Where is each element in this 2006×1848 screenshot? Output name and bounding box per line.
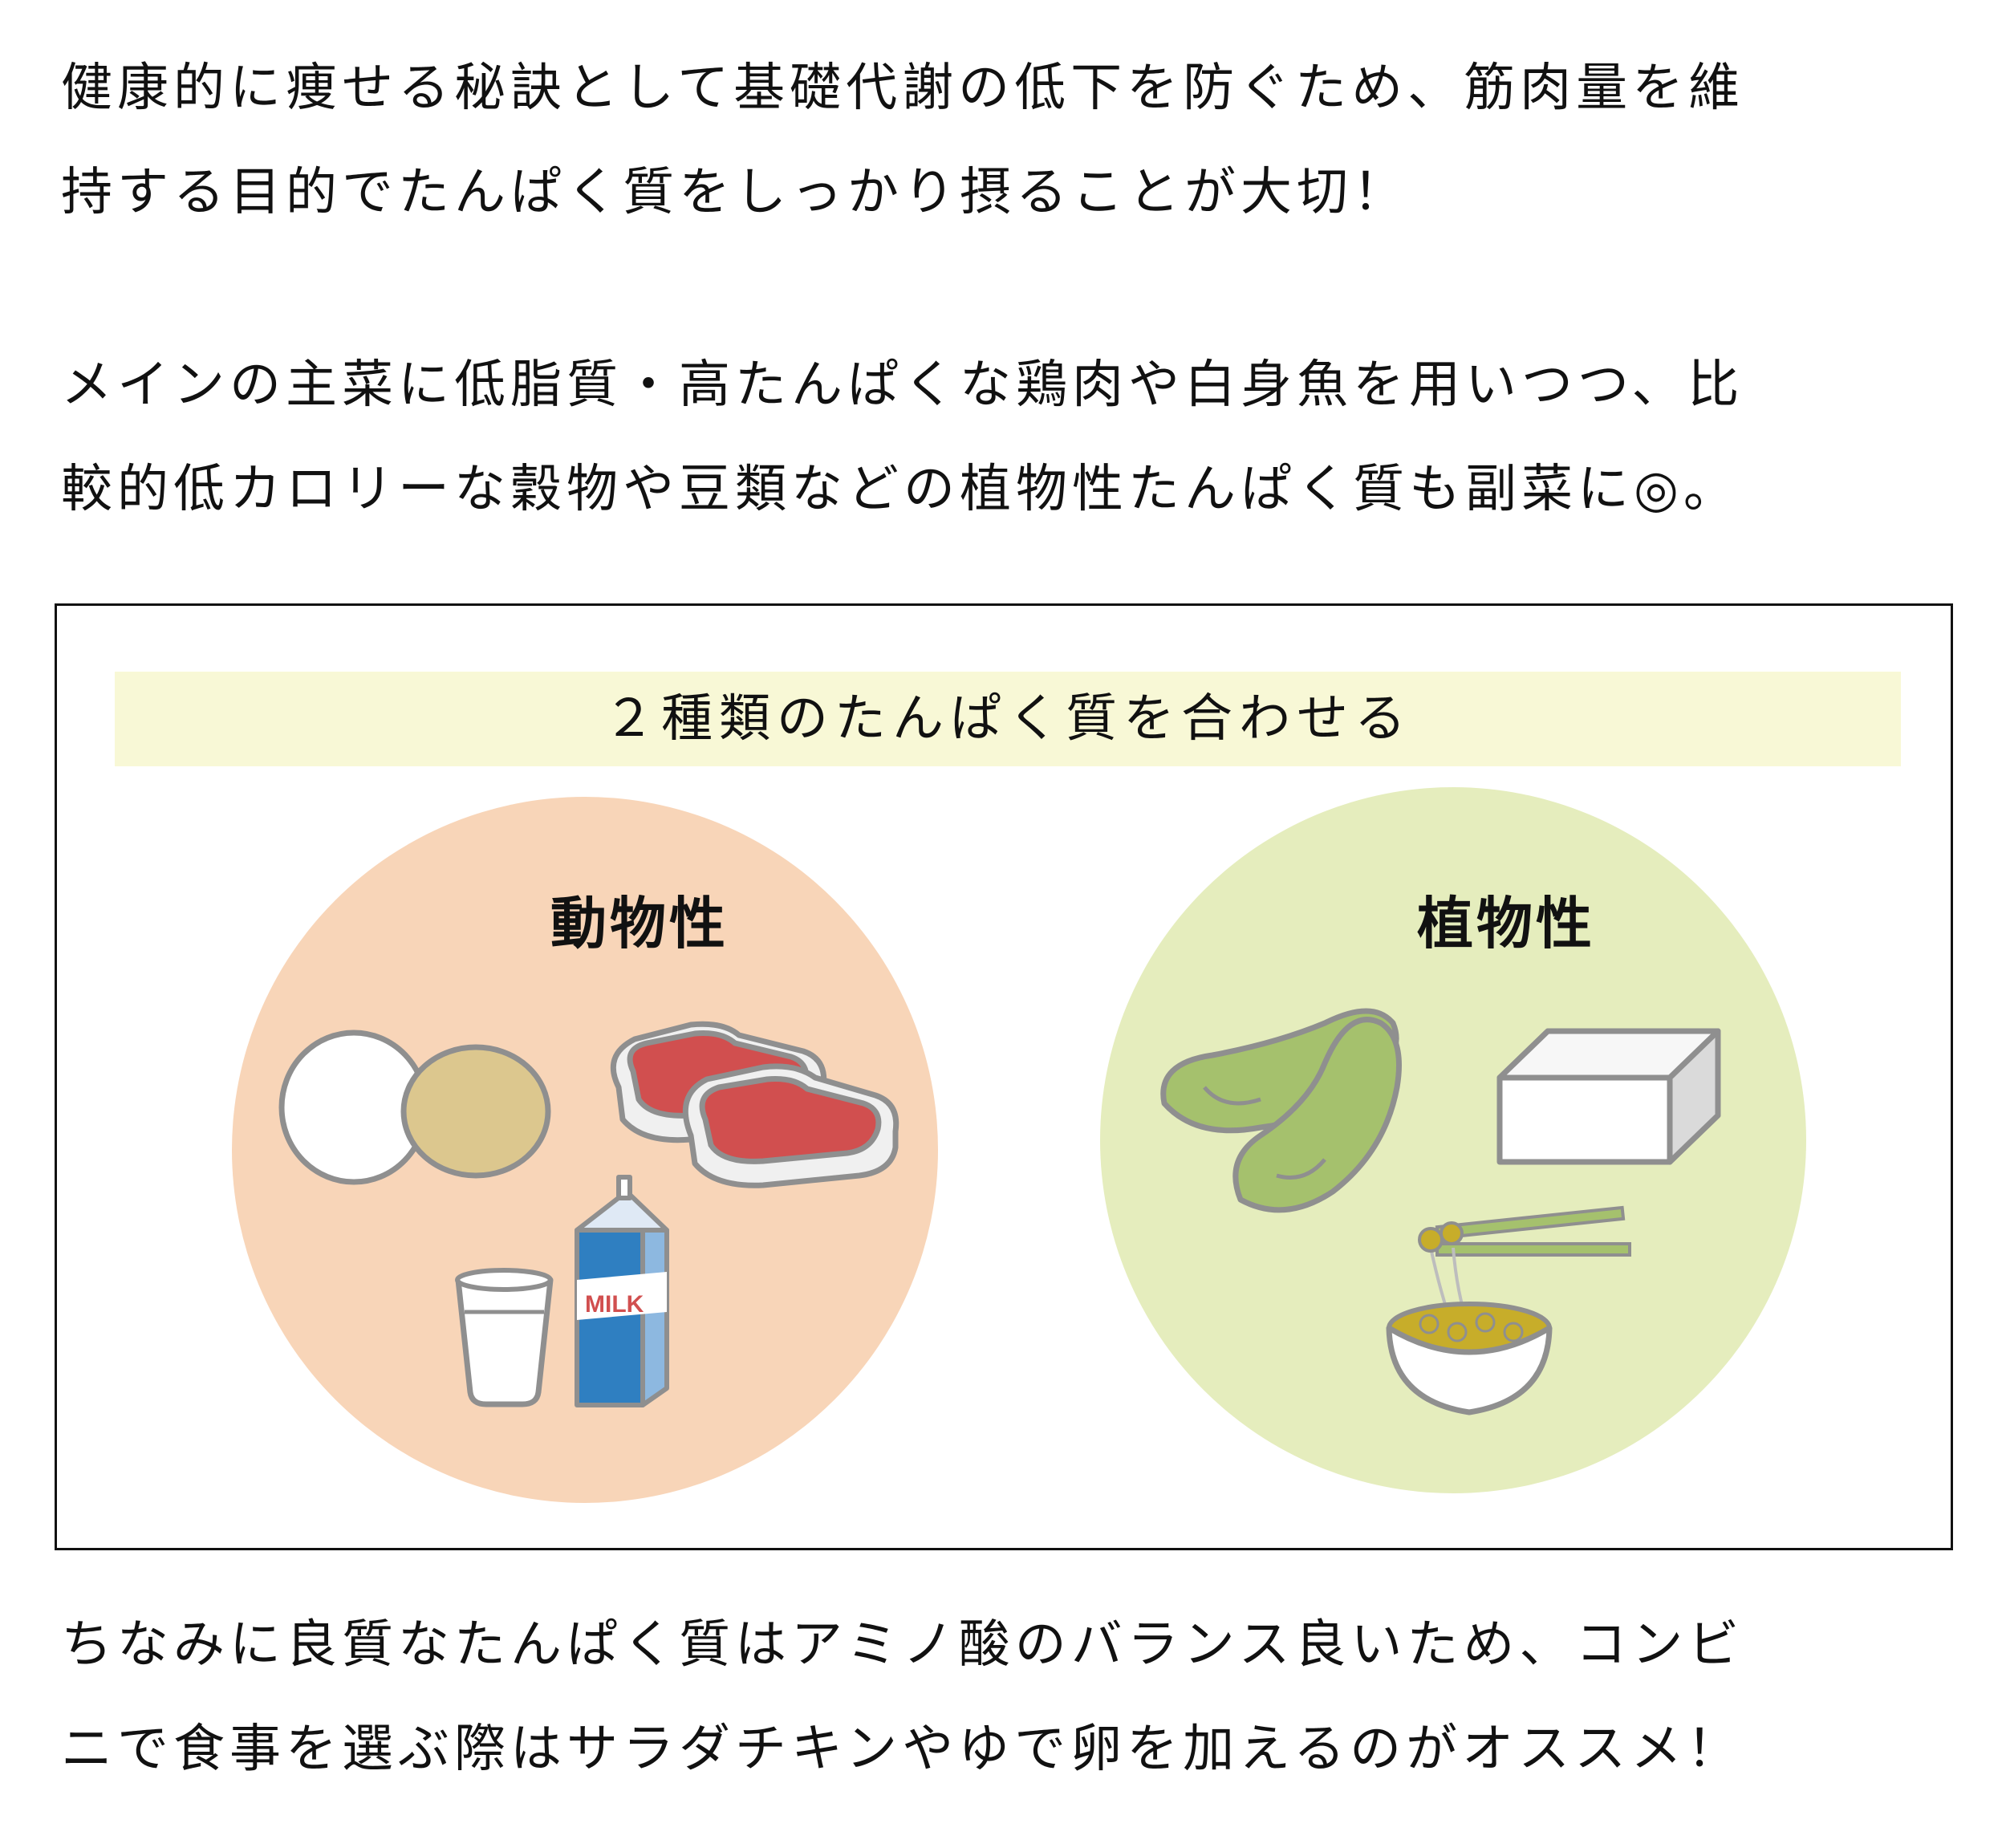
plant-protein-label: 植物性 <box>1417 891 1595 956</box>
tofu-icon <box>1496 1028 1721 1165</box>
animal-protein-label: 動物性 <box>550 891 729 956</box>
main-line-1: メインの主菜に低脂質・高たんぱくな鶏肉や白身魚を用いつつ、比 <box>61 355 1744 415</box>
animal-circle <box>232 797 938 1503</box>
plant-circle <box>1100 787 1806 1493</box>
edamame-icon <box>1160 1008 1402 1213</box>
diagram-banner-title: ２種類のたんぱく質を合わせる <box>115 672 1901 766</box>
intro-line-2: 持する目的でたんぱく質をしっかり摂ることが大切！ <box>61 163 1409 222</box>
note-line-1: ちなみに良質なたんぱく質はアミノ酸のバランス良いため、コンビ <box>61 1615 1744 1675</box>
intro-paragraph: 健康的に痩せる秘訣として基礎代謝の低下を防ぐため、筋肉量を維 持する目的でたんぱ… <box>61 36 1971 245</box>
natto-icon <box>1386 1205 1631 1415</box>
intro-line-1: 健康的に痩せる秘訣として基礎代謝の低下を防ぐため、筋肉量を維 <box>61 59 1745 118</box>
diagram-illustration: MILK <box>232 787 1806 1503</box>
note-line-2: ニで食事を選ぶ際はサラダチキンやゆで卵を加えるのがオススメ！ <box>61 1720 1744 1779</box>
protein-diagram-frame: ２種類のたんぱく質を合わせる <box>55 603 1953 1550</box>
eggs-icon <box>278 1030 551 1185</box>
milk-label: MILK <box>585 1291 644 1318</box>
main-line-2: 較的低カロリーな穀物や豆類などの植物性たんぱく質も副菜に◎。 <box>61 460 1740 519</box>
note-paragraph: ちなみに良質なたんぱく質はアミノ酸のバランス良いため、コンビ ニで食事を選ぶ際は… <box>61 1593 1971 1801</box>
meat-icon <box>610 1021 899 1188</box>
milk-glass-icon <box>455 1268 554 1407</box>
milk-carton-icon <box>575 1175 669 1407</box>
main-paragraph: メインの主菜に低脂質・高たんぱくな鶏肉や白身魚を用いつつ、比 較的低カロリーな穀… <box>61 333 1971 542</box>
